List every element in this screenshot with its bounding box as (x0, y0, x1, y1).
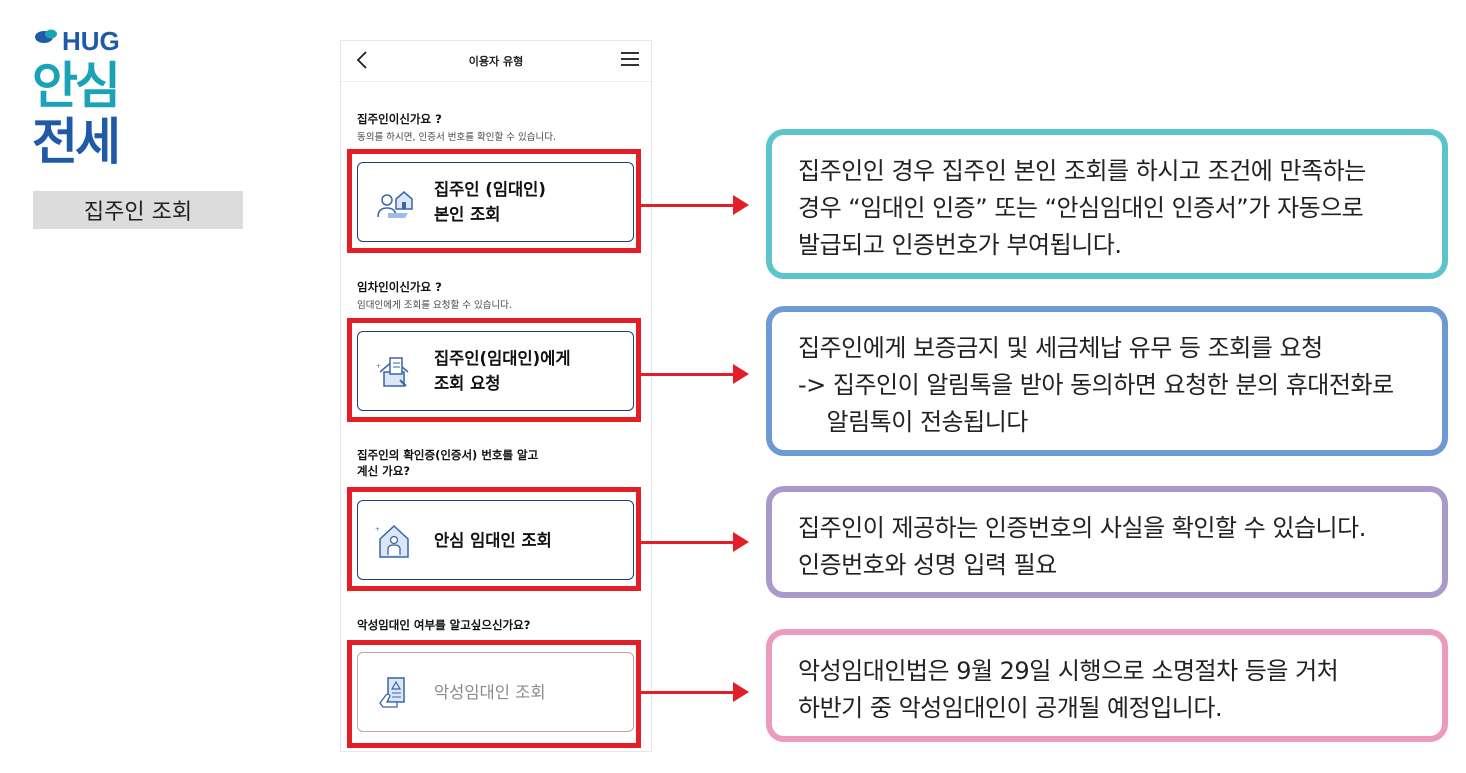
person-house-icon (377, 191, 413, 218)
hug-logo-mark-icon (35, 29, 57, 43)
explanation-tenant-line-1: 집주인에게 보증금지 및 세금체납 유무 등 조회를 요청 (798, 334, 1323, 362)
explanation-malicious-line-2: 하반기 중 악성임대인이 공개될 예정입니다. (798, 694, 1223, 722)
safe-landlord-check-label: 안심 임대인 조회 (434, 530, 552, 550)
highlight-box-3 (347, 487, 641, 591)
svg-text:+: + (375, 526, 380, 533)
arrow-4 (641, 682, 749, 702)
malicious-landlord-check-button[interactable]: 악성임대인 조회 (357, 652, 634, 732)
explanation-landlord-line-3: 발급되고 인증번호가 부여됩니다. (798, 231, 1122, 259)
malicious-landlord-check-label: 악성임대인 조회 (434, 682, 546, 702)
explanation-landlord: 집주인인 경우 집주인 본인 조회를 하시고 조건에 만족하는 경우 “임대인 … (766, 129, 1448, 279)
explanation-malicious: 악성임대인법은 9월 29일 시행으로 소명절차 등을 거처 하반기 중 악성임… (766, 629, 1448, 742)
section-desc-landlord: 동의를 하시면, 인증서 번호를 확인할 수 있습니다. (357, 132, 556, 143)
explanation-tenant: 집주인에게 보증금지 및 세금체납 유무 등 조회를 요청 -> 집주인이 알림… (766, 306, 1448, 456)
logo-word-1: 안심 (32, 57, 121, 115)
landlord-self-check-label: 집주인 (임대인) 본인 조회 (434, 180, 546, 224)
explanation-landlord-line-2: 경우 “임대인 인증” 또는 “안심임대인 인증서”가 자동으로 (798, 194, 1364, 222)
explanation-malicious-line-1: 악성임대인법은 9월 29일 시행으로 소명절차 등을 거처 (798, 657, 1339, 685)
arrow-2 (641, 364, 749, 384)
section-question-tenant: 임차인이신가요 ? (357, 280, 442, 294)
svg-text:+: + (376, 363, 381, 370)
logo-word-2: 전세 (32, 113, 121, 171)
logo-hug-text: HUG (62, 26, 120, 56)
section-question-landlord: 집주인이신가요 ? (357, 112, 442, 126)
request-landlord-check-button[interactable]: + 집주인(임대인)에게 조회 요청 (357, 331, 634, 411)
request-landlord-check-label: 집주인(임대인)에게 조회 요청 (434, 349, 571, 393)
section-tag: 집주인 조회 (33, 191, 243, 229)
highlight-box-4 (347, 640, 641, 748)
landlord-self-check-button[interactable]: 집주인 (임대인) 본인 조회 (357, 162, 634, 242)
explanation-certificate: 집주인이 제공하는 인증번호의 사실을 확인할 수 있습니다. 인증번호와 성명… (766, 486, 1448, 598)
explanation-certificate-line-1: 집주인이 제공하는 인증번호의 사실을 확인할 수 있습니다. (798, 514, 1366, 542)
hug-logo: HUG 안심 전세 (32, 22, 142, 182)
hamburger-menu-icon[interactable] (621, 52, 639, 68)
safe-landlord-check-button[interactable]: + 안심 임대인 조회 (357, 500, 634, 580)
explanation-certificate-line-2: 인증번호와 성명 입력 필요 (798, 551, 1057, 579)
chevron-left-icon[interactable] (353, 49, 373, 71)
app-header: 이용자 유형 (341, 41, 651, 82)
house-document-icon: + (376, 357, 409, 387)
page-title: 이용자 유형 (468, 55, 524, 68)
arrow-3 (641, 532, 749, 552)
highlight-box-1 (347, 149, 641, 253)
highlight-box-2 (347, 318, 641, 422)
explanation-tenant-line-3: 알림톡이 전송됩니다 (798, 408, 1029, 436)
explanation-landlord-line-1: 집주인인 경우 집주인 본인 조회를 하시고 조건에 만족하는 (798, 157, 1366, 185)
hand-document-warning-icon (379, 677, 405, 708)
explanation-tenant-line-2: -> 집주인이 알림톡을 받아 동의하면 요청한 분의 휴대전화로 (798, 371, 1394, 399)
house-person-icon: + (375, 524, 409, 558)
section-question-malicious: 악성임대인 여부를 알고싶으신가요? (357, 618, 531, 632)
section-desc-tenant: 임대인에게 조회를 요청할 수 있습니다. (357, 300, 512, 311)
section-question-certificate: 집주인의 확인증(인증서) 번호를 알고 계신 가요? (357, 448, 539, 478)
arrow-1 (641, 195, 749, 215)
